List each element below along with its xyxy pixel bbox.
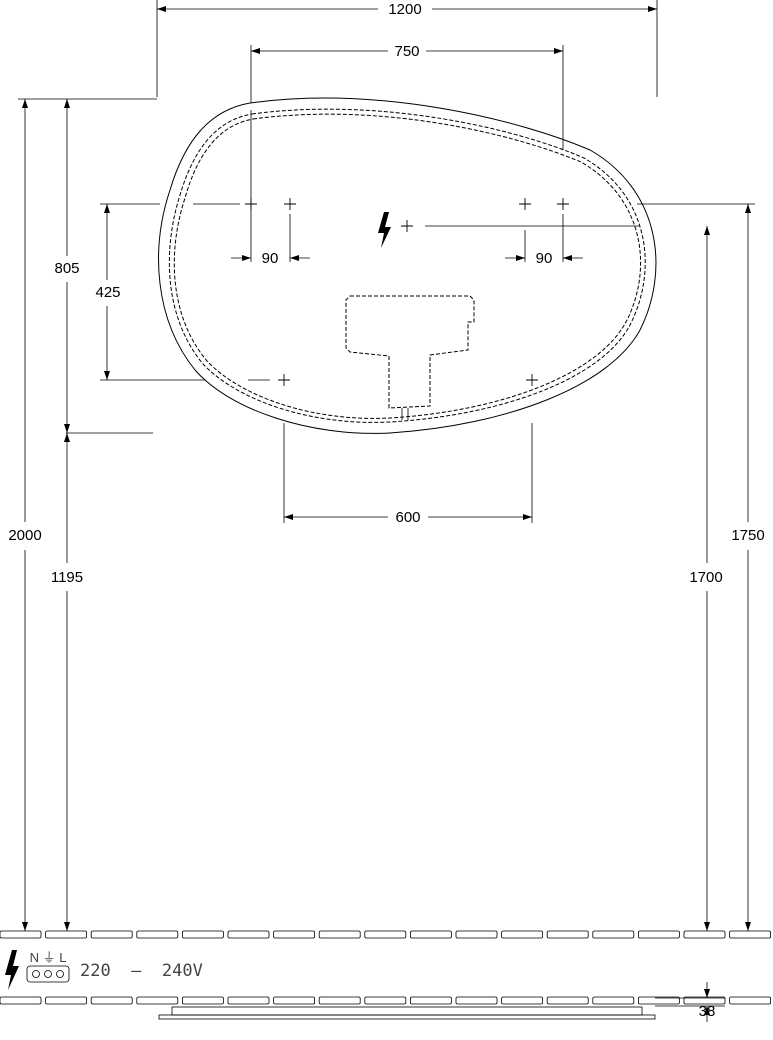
mounting-bracket: [345, 295, 475, 409]
dim-hole-vertical: 425: [95, 284, 120, 301]
floor-tile: [638, 996, 680, 1005]
floor-tile: [455, 996, 498, 1005]
floor-tile: [136, 996, 179, 1005]
floor-tile: [136, 930, 179, 939]
voltage-label: 220 – 240V: [80, 961, 203, 981]
floor-tile: [0, 930, 42, 939]
dimension-lines: [22, 6, 751, 1022]
floor-tile: [455, 930, 498, 939]
mirror-section: [158, 1006, 656, 1020]
floor-tile: [683, 996, 726, 1005]
floor-tile: [546, 930, 589, 939]
dim-top-height: 805: [54, 260, 79, 277]
floor-tile: [273, 996, 316, 1005]
fixing-point: [284, 198, 296, 210]
lightning-bolt-icon: [378, 212, 391, 248]
floor-tile: [409, 930, 452, 939]
floor-tile: [0, 996, 42, 1005]
dim-depth: 38: [699, 1003, 716, 1020]
floor-tile: [409, 996, 452, 1005]
floor-tile: [546, 996, 589, 1005]
fixing-points: [245, 198, 569, 386]
terminal-labels: N ⏚ L: [30, 950, 67, 965]
floor-tile: [501, 930, 544, 939]
dim-mount-height: 1750: [731, 527, 764, 544]
fixing-point: [526, 374, 538, 386]
cable-exit: [401, 408, 409, 420]
floor-tile: [318, 930, 361, 939]
floor-tile: [181, 930, 224, 939]
floor-tile: [227, 996, 270, 1005]
dim-hole-spacing-bottom: 600: [395, 509, 420, 526]
floor-tile: [45, 930, 87, 939]
floor-tile: [592, 930, 635, 939]
floor-tile: [638, 930, 680, 939]
mirror-outline: [158, 97, 657, 434]
floor-tile: [364, 930, 407, 939]
dim-offset-left: 90: [262, 250, 279, 267]
dim-offset-right: 90: [536, 250, 553, 267]
dimension-labels: 1200 750 90 90 600 805 425 2000 1195 170…: [8, 1, 764, 1020]
floor-tile: [364, 996, 407, 1005]
floor-tiles-upper: [0, 930, 771, 939]
floor-tile: [90, 930, 133, 939]
floor-tile: [90, 996, 133, 1005]
floor-tile: [181, 996, 224, 1005]
electrical-legend: N ⏚ L 220 – 240V: [5, 950, 203, 990]
floor-tile: [683, 930, 726, 939]
floor-tile: [501, 996, 544, 1005]
extension-lines: [18, 0, 755, 523]
floor-tile: [729, 996, 771, 1005]
floor-tile: [273, 930, 316, 939]
fixing-point: [557, 198, 569, 210]
terminal-block-icon: [26, 965, 70, 983]
dim-overall-width: 1200: [388, 1, 421, 18]
floor-tile: [45, 996, 87, 1005]
dim-hole-spacing-top: 750: [394, 43, 419, 60]
fixing-point: [278, 374, 290, 386]
power-point: [401, 220, 413, 232]
floor-tiles-lower: [0, 996, 771, 1005]
lightning-bolt-icon: [5, 950, 19, 990]
dim-lower-height: 1195: [51, 569, 83, 586]
floor-tile: [227, 930, 270, 939]
floor-tile: [318, 996, 361, 1005]
dim-total-height: 2000: [8, 527, 41, 544]
floor-tile: [729, 930, 771, 939]
floor-tile: [592, 996, 635, 1005]
dim-connection-height: 1700: [689, 569, 722, 586]
fixing-point: [519, 198, 531, 210]
